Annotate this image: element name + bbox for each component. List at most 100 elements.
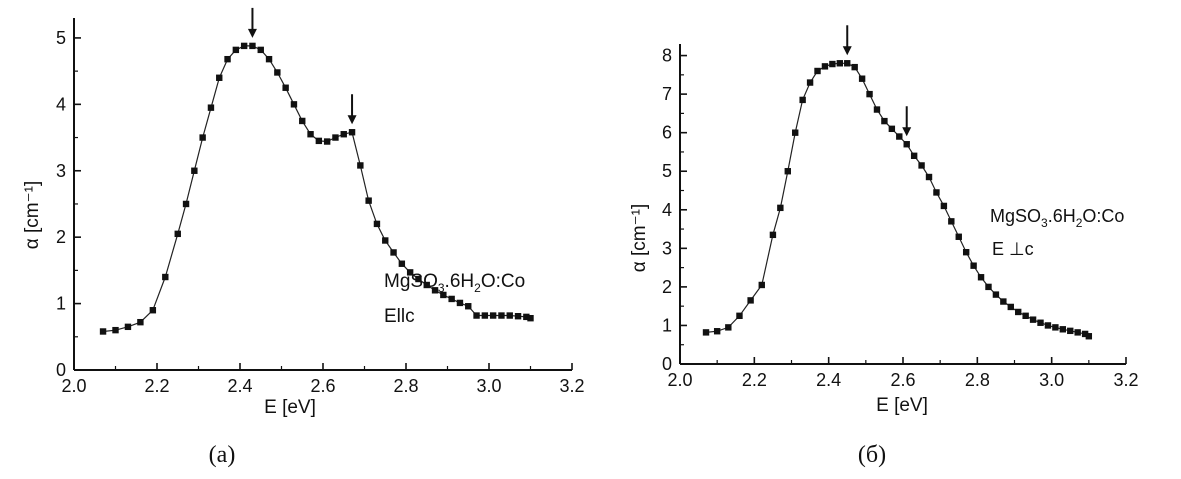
- data-point: [747, 297, 754, 304]
- data-point: [1000, 298, 1007, 305]
- y-axis-label: α [cm⁻¹]: [22, 181, 43, 250]
- data-point: [124, 323, 132, 331]
- data-point: [282, 84, 289, 91]
- x-axis-label: E [eV]: [876, 395, 928, 416]
- x-tick-label: 2.2: [144, 376, 169, 396]
- formula-text: O:Co: [1082, 206, 1124, 226]
- data-point: [736, 312, 743, 320]
- annotation-polarization: Ellc: [384, 306, 415, 327]
- data-point: [456, 299, 464, 307]
- y-tick-label: 4: [56, 94, 66, 114]
- data-point: [232, 46, 240, 54]
- data-point: [240, 42, 248, 50]
- formula-text: O:Co: [481, 271, 525, 292]
- peak-arrow-head: [247, 28, 257, 38]
- y-tick-label: 5: [56, 28, 66, 48]
- data-point: [390, 249, 397, 256]
- data-point: [137, 318, 144, 326]
- data-point: [348, 129, 356, 136]
- data-point: [182, 200, 190, 208]
- data-point: [881, 117, 888, 125]
- x-tick-label: 2.4: [227, 376, 252, 396]
- data-point: [340, 131, 347, 138]
- data-point: [918, 162, 925, 169]
- data-point: [481, 312, 489, 319]
- data-point: [933, 189, 940, 196]
- y-tick-label: 6: [662, 123, 672, 143]
- data-point: [290, 101, 298, 108]
- y-axis-label: α [cm⁻¹]: [629, 204, 650, 273]
- y-tick-label: 3: [56, 161, 66, 181]
- y-tick-label: 2: [662, 277, 672, 297]
- x-tick-label: 2.8: [965, 370, 990, 390]
- formula-text: MgSO: [990, 206, 1041, 226]
- data-point: [925, 173, 933, 181]
- data-point: [758, 281, 765, 289]
- data-point: [829, 60, 836, 68]
- data-point: [440, 291, 447, 299]
- x-tick-label: 3.0: [1039, 370, 1064, 390]
- data-point: [274, 69, 281, 76]
- data-point: [249, 42, 256, 50]
- data-point: [448, 295, 455, 303]
- data-point: [1007, 303, 1014, 311]
- data-point: [207, 104, 215, 111]
- data-point: [1015, 308, 1022, 316]
- data-point: [873, 106, 881, 113]
- y-tick-label: 1: [56, 294, 66, 314]
- y-tick-label: 0: [56, 360, 66, 380]
- data-point: [725, 324, 732, 331]
- data-point: [506, 312, 513, 319]
- formula-subscript: 3: [438, 281, 445, 295]
- data-point: [955, 233, 962, 240]
- data-point: [821, 63, 829, 70]
- data-point: [799, 96, 806, 104]
- data-point: [713, 328, 721, 335]
- caption-b: (б): [857, 442, 887, 468]
- y-tick-label: 5: [662, 161, 672, 181]
- data-point: [1052, 324, 1059, 331]
- data-point: [191, 167, 198, 174]
- formula-text: MgSO: [384, 271, 438, 292]
- data-point: [307, 131, 314, 138]
- x-axis-label: E [eV]: [264, 397, 316, 418]
- data-point: [896, 133, 903, 140]
- data-point: [940, 202, 948, 210]
- data-point: [814, 67, 821, 75]
- data-point: [1022, 312, 1029, 320]
- x-tick-label: 3.2: [559, 376, 584, 396]
- data-point: [836, 60, 844, 67]
- data-point: [962, 248, 970, 256]
- data-point: [1081, 330, 1089, 338]
- data-point: [702, 329, 710, 336]
- formula-subscript: 2: [474, 281, 481, 295]
- data-point: [523, 313, 530, 321]
- data-point: [323, 138, 331, 145]
- data-point: [174, 230, 181, 238]
- data-point: [948, 218, 955, 225]
- data-point: [382, 237, 389, 244]
- data-point: [1044, 322, 1052, 329]
- data-point: [1059, 326, 1067, 333]
- annotation-formula: MgSO3.6H2O:Co: [384, 271, 525, 295]
- data-point: [844, 60, 851, 67]
- x-tick-label: 3.2: [1113, 370, 1138, 390]
- data-point: [112, 326, 119, 334]
- data-point: [99, 328, 107, 335]
- y-tick-label: 1: [662, 315, 672, 335]
- data-point: [903, 141, 910, 148]
- data-point: [299, 117, 306, 125]
- data-point: [888, 125, 896, 133]
- annotation-polarization: E ⊥c: [992, 239, 1034, 259]
- peak-arrow-head: [347, 115, 357, 125]
- formula-text: .6H: [1048, 206, 1076, 226]
- caption-a: (a): [208, 442, 236, 468]
- data-point: [1067, 327, 1074, 335]
- data-point: [977, 274, 985, 281]
- data-point: [224, 55, 231, 63]
- data-point: [777, 204, 784, 212]
- y-tick-label: 4: [662, 200, 672, 220]
